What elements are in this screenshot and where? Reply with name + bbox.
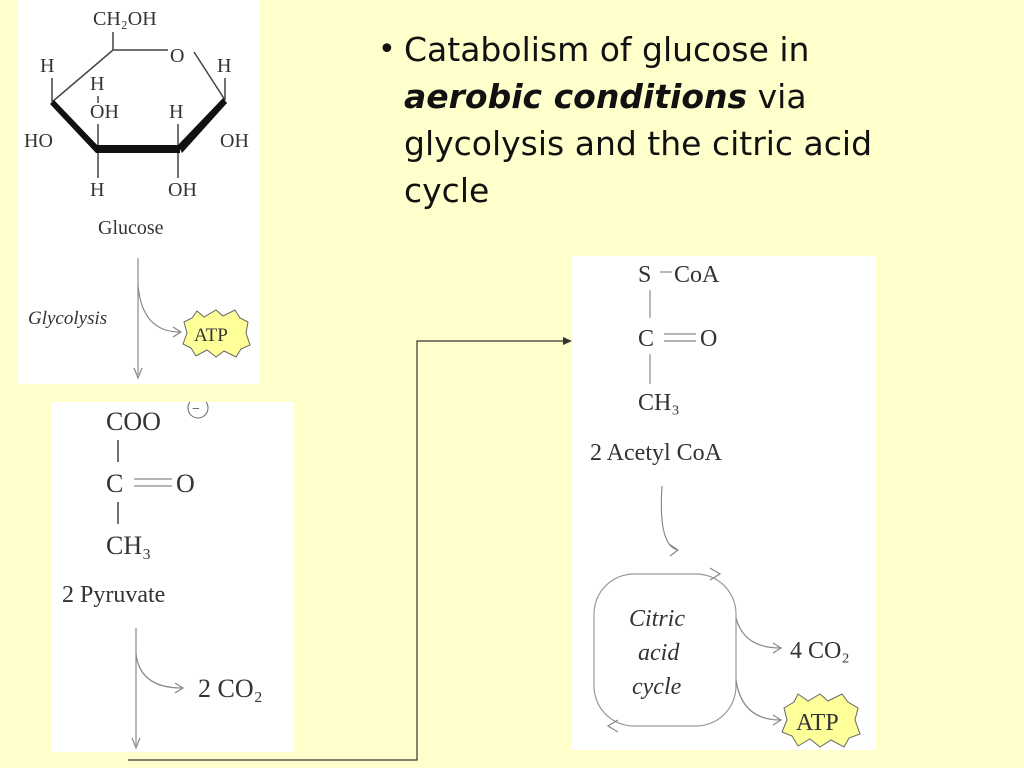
glucose-panel: CH₂OH O H H H OH H HO OH H OH Glucose Gl… [18, 0, 260, 384]
glucose-h-left-top: H [40, 55, 54, 77]
acetyl-coa: CoA [674, 262, 720, 288]
glucose-h-inner-right: H [169, 101, 183, 123]
connector-arrow-head [563, 337, 572, 345]
glucose-ring-right-top [193, 51, 226, 101]
glycolysis-branch-arrow [137, 284, 181, 333]
glucose-ring-left-bottom [50, 100, 100, 153]
glucose-ring-bottom [96, 145, 180, 153]
pyruvate-ch3: CH₃ [106, 531, 151, 560]
glucose-label: Glucose [98, 217, 164, 239]
atp-output-arrow [735, 679, 781, 721]
glucose-h-bottom: H [90, 179, 104, 201]
cycle-arrow-head-top [709, 567, 722, 581]
pyruvate-charge: − [192, 402, 200, 417]
citric-acid-cycle-loop [593, 573, 737, 727]
glucose-oh-bottom: OH [168, 179, 197, 201]
pyruvate-oxygen: O [176, 469, 195, 498]
glucose-diagram: CH₂OH O H H H OH H HO OH H OH Glucose Gl… [24, 8, 251, 380]
glucose-ring-right-bottom [178, 98, 227, 153]
bullet-text: Catabolism of glucose in aerobic conditi… [404, 26, 884, 214]
pyruvate-label: 2 Pyruvate [62, 582, 165, 608]
atp-badge-cycle [781, 693, 861, 748]
atp-label-glycolysis: ATP [194, 325, 228, 346]
glucose-ho-left: HO [24, 130, 53, 152]
glucose-oh-right: OH [220, 130, 249, 152]
cycle-label-line2: acid [638, 640, 680, 666]
glucose-ring-top [51, 49, 168, 103]
cycle-co2-product: 4 CO₂ [790, 638, 850, 664]
glycolysis-label: Glycolysis [28, 308, 107, 329]
co2-output-arrow-head [772, 642, 783, 654]
pyruvate-carbon: C [106, 469, 123, 498]
cycle-label-line3: cycle [632, 674, 682, 700]
bullet-dot: • [378, 32, 396, 67]
co2-output-arrow [735, 617, 781, 649]
glucose-oh-inner-left: OH [90, 101, 119, 123]
cycle-arrow-head-bottom [606, 719, 619, 733]
atp-label-cycle: ATP [796, 710, 839, 736]
negative-charge-icon [187, 402, 209, 419]
acetyl-oxygen: O [700, 326, 717, 352]
bullet-text-after: via glycolysis and the citric acid cycle [404, 77, 873, 210]
acetyl-to-cycle-arrow [660, 485, 679, 551]
pyruvate-branch-arrow [135, 653, 183, 689]
glucose-ring-oxygen: O [170, 45, 184, 67]
acetyl-ch3: CH₃ [638, 390, 680, 416]
glucose-h-inner-left: H [90, 73, 104, 95]
acetyl-to-cycle-arrow-head [668, 543, 680, 557]
acetyl-coa-panel: S CoA C O CH₃ 2 Acetyl CoA Citric acid c… [572, 256, 876, 750]
glycolysis-branch-head [172, 326, 183, 338]
pyruvate-diagram: COO − C O CH₃ 2 Pyruvate 2 CO₂ [62, 402, 263, 750]
pyruvate-branch-head [174, 682, 185, 694]
glucose-h-right-top: H [217, 55, 231, 77]
pyruvate-coo: COO [106, 407, 161, 436]
glucose-ch2oh: CH₂OH [93, 8, 157, 30]
acetyl-sulfur: S [638, 262, 651, 288]
glycolysis-arrow-head [133, 367, 143, 380]
pyruvate-panel: COO − C O CH₃ 2 Pyruvate 2 CO₂ [52, 402, 294, 752]
acetyl-carbon: C [638, 326, 654, 352]
bullet-text-before: Catabolism of glucose in [404, 30, 810, 69]
connector-line [128, 340, 568, 761]
pyruvate-co2: 2 CO₂ [198, 674, 263, 703]
cycle-label-line1: Citric [629, 606, 685, 632]
atp-output-arrow-head [772, 714, 783, 726]
acetyl-coa-diagram: S CoA C O CH₃ 2 Acetyl CoA Citric acid c… [590, 262, 861, 748]
acetyl-coa-label: 2 Acetyl CoA [590, 440, 723, 466]
pyruvate-arrow-head [131, 737, 141, 750]
bullet-text-emphasis: aerobic conditions [404, 77, 748, 116]
atp-badge-glycolysis [182, 309, 251, 358]
